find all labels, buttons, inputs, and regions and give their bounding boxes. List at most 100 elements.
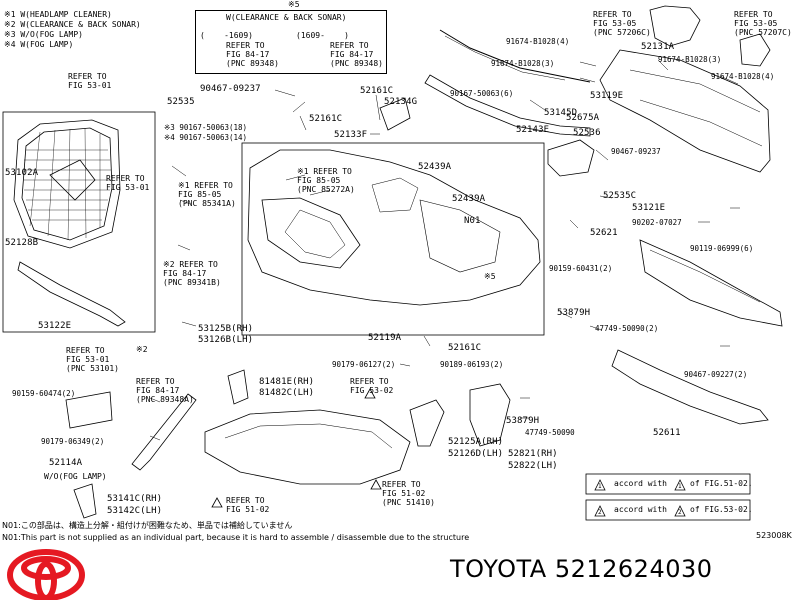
corner-trim-53141C-drawing xyxy=(73,483,97,519)
leader-lines xyxy=(149,59,740,441)
part-52611: 52611 xyxy=(653,428,681,438)
sonar-col2-range: (1609- ) xyxy=(296,31,349,40)
reinforcement-drawing xyxy=(424,29,591,137)
moulding-52114A-drawing xyxy=(131,393,197,471)
accord-1-right-num: 1 xyxy=(678,483,682,490)
part-52134G: 52134G xyxy=(384,97,418,107)
legend-2: ※2 W(CLEARANCE & BACK SONAR) xyxy=(4,20,141,29)
part-81481E: 81481E(RH) xyxy=(259,377,315,387)
ref-84-17b: REFER TO FIG 84-17 (PNC 89348A) xyxy=(136,377,194,404)
part-90167-63-6: 90167-50063(6) xyxy=(450,89,514,98)
part-90159-60474: 90159-60474(2) xyxy=(12,389,76,398)
legend-3: ※3 W/O(FOG LAMP) xyxy=(4,30,83,39)
part-53141C: 53141C(RH) xyxy=(107,494,163,504)
part-90167-63-18: ※3 90167-50063(18) xyxy=(164,123,248,132)
bracket-right-drawing xyxy=(469,383,511,447)
part-52119A: 52119A xyxy=(368,333,402,343)
sonar-box: W(CLEARANCE & BACK SONAR) ( -1609) (1609… xyxy=(195,10,387,74)
part-52161C-c: 52161C xyxy=(448,343,482,353)
part-90179-62: 90179-06127(2) xyxy=(332,360,396,369)
diagram-warning-triangles xyxy=(211,388,382,508)
ref-51-02b: REFER TO FIG 51-02 (PNC 51410) xyxy=(382,480,435,507)
part-52125A: 52125A(RH) xyxy=(448,437,504,447)
part-53125B: 53125B(RH) xyxy=(198,324,254,334)
bracket-52536-drawing xyxy=(547,139,595,177)
bracket-52134G-drawing xyxy=(379,97,411,131)
sonar-title: W(CLEARANCE & BACK SONAR) xyxy=(226,13,347,22)
ref-53-05a: REFER TO FIG 53-05 (PNC 57206C) xyxy=(593,10,651,37)
ref-53-01-c: REFER TO FIG 53-01 (PNC 53101) xyxy=(66,346,119,373)
bumper-group-box xyxy=(241,142,545,336)
ref-mark-5: ※5 xyxy=(484,272,496,281)
part-90467-09237-a: 90467-09237 xyxy=(200,84,261,94)
part-52821: 52821(RH) xyxy=(508,449,558,459)
accord-2-left-num: 2 xyxy=(598,509,602,516)
part-52439A-a: 52439A xyxy=(418,162,452,172)
part-52621: 52621 xyxy=(590,228,618,238)
ref-53-05b: REFER TO FIG 53-05 (PNC 57207C) xyxy=(734,10,792,37)
bracket-52125A-drawing xyxy=(409,399,445,447)
part-N01: N01 xyxy=(464,216,481,226)
part-90202: 90202-07027 xyxy=(632,218,682,227)
sonar-col1-ref: REFER TO FIG 84-17 (PNC 89348) xyxy=(226,41,279,68)
part-52126D: 52126D(LH) xyxy=(448,449,504,459)
ref-mark-2: ※2 xyxy=(136,345,148,354)
part-52675A: 52675A xyxy=(566,113,600,123)
sonar-col2-ref: REFER TO FIG 84-17 (PNC 89348) xyxy=(330,41,383,68)
diagram-code: 523008K xyxy=(756,531,792,540)
accord-1-text: accord with xyxy=(614,479,667,488)
part-53102A: 53102A xyxy=(5,168,39,178)
part-90159-61: 90159-60431(2) xyxy=(549,264,613,273)
sonar-mark: ※5 xyxy=(288,0,300,9)
accord-legend-box xyxy=(585,473,751,521)
part-52822: 52822(LH) xyxy=(508,461,558,471)
part-52133F: 52133F xyxy=(334,130,368,140)
under-cover-drawing xyxy=(204,409,411,485)
accord-1-fig: of FIG.51-02. xyxy=(690,479,753,488)
ref-51-02: REFER TO FIG 51-02 xyxy=(226,496,270,514)
part-90179-06349: 90179-06349(2) xyxy=(41,437,105,446)
lower-grille-drawing xyxy=(17,261,126,327)
part-47749-b: 47749-50090 xyxy=(525,428,575,437)
plate-drawing xyxy=(65,391,113,429)
part-52535: 52535 xyxy=(167,97,195,107)
part-91674-3b: 91674-B1028(3) xyxy=(658,55,722,64)
part-52439A-b: 52439A xyxy=(452,194,486,204)
lower-spoiler-drawing xyxy=(611,349,769,425)
part-52143E: 52143E xyxy=(516,125,550,135)
brand-part-number: TOYOTA 5212624030 xyxy=(450,555,713,583)
ref-85-05: ※1 REFER TO FIG 85-05 (PNC 85341A) xyxy=(178,181,236,208)
part-52535C: 52535C xyxy=(603,191,637,201)
part-53142C: 53142C(LH) xyxy=(107,506,163,516)
part-91674-4b: 91674-B1028(4) xyxy=(711,72,775,81)
part-81482C: 81482C(LH) xyxy=(259,388,315,398)
bumper-cover-drawing xyxy=(247,149,541,306)
wo-fog-lamp: W/O(FOG LAMP) xyxy=(44,472,107,481)
accord-1-left-num: 1 xyxy=(598,483,602,490)
grille-group-box xyxy=(2,111,156,333)
upper-beam-drawing xyxy=(599,5,771,173)
part-53145D: 53145D xyxy=(544,108,578,118)
sonar-col1-range: ( -1609) xyxy=(200,31,253,40)
legend-4: ※4 W(FOG LAMP) xyxy=(4,40,74,49)
part-90119: 90119-06999(6) xyxy=(690,244,754,253)
accord-2-right-num: 2 xyxy=(678,509,682,516)
ref-53-02: REFER TO FIG 53-02 xyxy=(350,377,394,395)
part-91674-3a: 91674-B1028(3) xyxy=(491,59,555,68)
part-90467-09237-b: 90467-09237 xyxy=(611,147,661,156)
part-53122E: 53122E xyxy=(38,321,72,331)
part-53126B: 53126B(LH) xyxy=(198,335,254,345)
part-90189: 90189-06193(2) xyxy=(440,360,504,369)
part-52128B: 52128B xyxy=(5,238,39,248)
grille-drawing xyxy=(13,119,121,249)
part-53121E: 53121E xyxy=(632,203,666,213)
toyota-logo-icon xyxy=(7,549,85,600)
part-47749-2: 47749-50090(2) xyxy=(595,324,659,333)
part-52131A: 52131A xyxy=(641,42,675,52)
moulding-81481E-drawing xyxy=(227,369,249,405)
note-en: N01:This part is not supplied as an indi… xyxy=(2,533,470,542)
part-52114A: 52114A xyxy=(49,458,83,468)
part-52161C-a: 52161C xyxy=(360,86,394,96)
